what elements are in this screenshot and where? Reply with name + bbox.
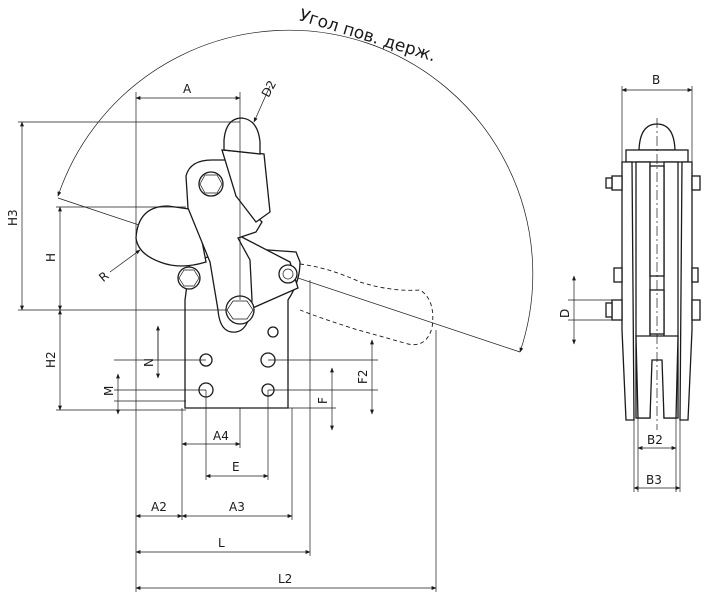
mid-bolt-hex bbox=[178, 269, 200, 287]
pivot-bolt-hex bbox=[226, 300, 254, 320]
dim-d-label: D bbox=[558, 309, 572, 318]
swing-arc bbox=[57, 29, 534, 353]
rotation-angle-title: Угол пов. держ. bbox=[297, 6, 439, 67]
dim-e-label: E bbox=[232, 460, 240, 474]
dim-m-label: M bbox=[102, 386, 116, 396]
pivot-bolt bbox=[225, 295, 255, 325]
dim-l2-label: L2 bbox=[278, 572, 292, 586]
spindle-tip bbox=[223, 117, 261, 155]
front-pivot-bolt-head bbox=[605, 302, 613, 318]
dim-a3-label: A3 bbox=[229, 500, 245, 514]
dim-l-label: L bbox=[218, 536, 225, 550]
dim-b3-label: B3 bbox=[646, 473, 662, 487]
top-bolt bbox=[198, 171, 224, 197]
dim-r-label: R bbox=[96, 269, 111, 285]
dim-a4-label: A4 bbox=[213, 429, 229, 443]
dim-h3-label: H3 bbox=[6, 209, 20, 226]
front-mid-bolt-right bbox=[691, 267, 699, 283]
front-top-bolt-head bbox=[605, 177, 613, 189]
front-side-plate-left bbox=[621, 161, 635, 421]
top-bolt-hex bbox=[199, 174, 223, 194]
front-side-plate-right bbox=[679, 161, 693, 421]
dim-h-label: H bbox=[44, 253, 58, 262]
handle-alternate-dashed bbox=[299, 263, 434, 346]
dim-a-label: A bbox=[183, 82, 192, 96]
front-mid-bolt-left bbox=[613, 267, 623, 283]
mount-hole-5 bbox=[267, 326, 279, 338]
dim-r-leader bbox=[109, 249, 141, 273]
mid-bolt bbox=[177, 266, 201, 290]
front-pivot-bolt-right bbox=[691, 299, 701, 321]
dim-b-label: B bbox=[652, 73, 660, 87]
handle-pin-inner bbox=[282, 268, 294, 280]
front-legs bbox=[635, 335, 679, 419]
clamp-side-view bbox=[135, 117, 434, 409]
dim-b2-label: B2 bbox=[647, 433, 663, 447]
dim-d2-leader bbox=[253, 85, 271, 123]
dim-d2-label: D2 bbox=[259, 78, 279, 99]
dim-a2-label: A2 bbox=[151, 500, 167, 514]
dim-n-label: N bbox=[142, 358, 156, 367]
dim-h2-label: H2 bbox=[44, 351, 58, 368]
extension-lines bbox=[18, 92, 437, 592]
front-top-bolt-right bbox=[691, 175, 701, 191]
handle-pin bbox=[278, 264, 298, 284]
bumper-body bbox=[135, 205, 207, 267]
front-top-bolt-left bbox=[611, 175, 623, 191]
dim-f-label: F bbox=[316, 397, 330, 404]
clamp-front-view bbox=[605, 118, 701, 430]
dim-f2-label: F2 bbox=[356, 369, 370, 384]
front-pivot-bolt-left bbox=[611, 299, 623, 321]
